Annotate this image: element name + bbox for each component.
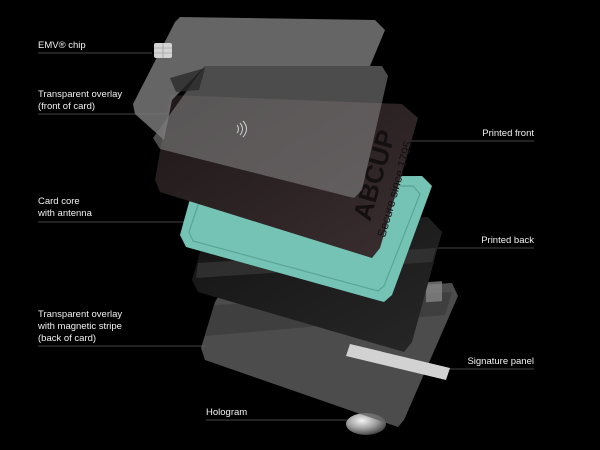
label-emv-chip: EMV® chip <box>38 40 86 51</box>
label-signature-panel: Signature panel <box>467 356 534 367</box>
label-printed-back: Printed back <box>481 235 534 246</box>
contactless-icon <box>236 120 247 138</box>
label-printed-front: Printed front <box>482 128 534 139</box>
chip-card <box>133 17 385 140</box>
label-overlay-back: Transparent overlay with magnetic stripe… <box>38 309 123 344</box>
label-card-core: Card core with antenna <box>38 196 92 219</box>
label-overlay-front: Transparent overlay (front of card) <box>38 89 123 112</box>
leader-lines <box>38 52 534 421</box>
label-hologram: Hologram <box>206 407 248 418</box>
emv-chip <box>154 43 172 58</box>
signature-panel <box>346 344 450 380</box>
overlay-front-card <box>153 66 388 198</box>
antenna-loop <box>188 185 421 292</box>
